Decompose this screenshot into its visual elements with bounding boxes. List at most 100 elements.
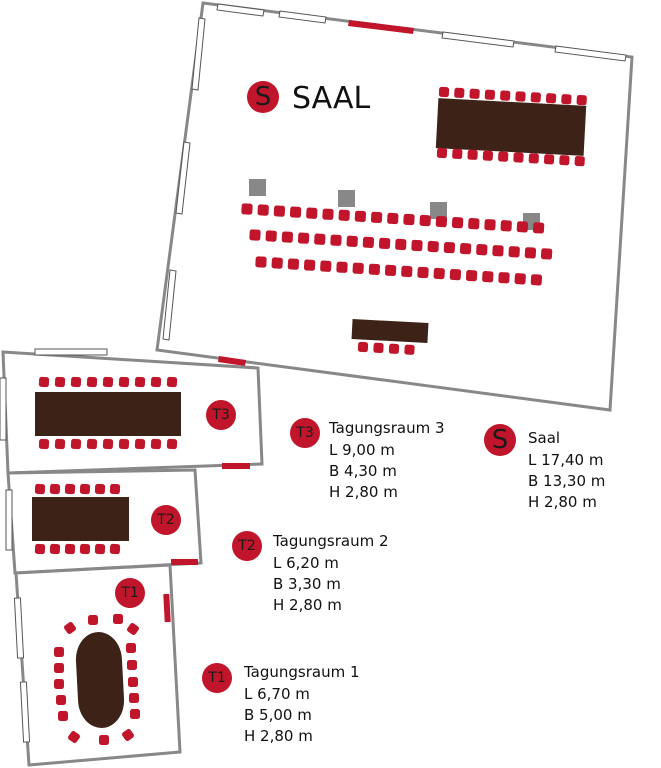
t1-seats (54, 614, 140, 745)
saal-window (441, 31, 515, 48)
room-t1: T1 (13, 563, 182, 767)
saal-door-t3[interactable] (218, 356, 246, 366)
seat (368, 263, 381, 276)
seat (515, 91, 526, 102)
seat (166, 438, 178, 450)
seat (64, 622, 76, 634)
t3-table (35, 392, 181, 436)
seat (128, 677, 138, 687)
info-t1-badge-text: T1 (207, 670, 225, 686)
seat (443, 241, 456, 254)
info-t1-height: H 2,80 m (244, 727, 313, 745)
saal-window (162, 269, 177, 341)
seat (127, 623, 139, 635)
info-t3-height: H 2,80 m (329, 483, 398, 501)
saal-audience-seats (241, 203, 553, 286)
seat (94, 483, 106, 495)
seat (540, 248, 553, 260)
seat (86, 376, 98, 388)
seat (500, 90, 511, 101)
info-t2-title: Tagungsraum 2 (272, 532, 389, 550)
seat (545, 93, 557, 104)
seat (561, 94, 572, 105)
seat (362, 236, 375, 249)
saal-lectern-table (351, 319, 429, 343)
seat (320, 260, 332, 272)
seat (559, 155, 570, 166)
seat (401, 265, 413, 278)
seat (249, 229, 261, 241)
seat (419, 214, 431, 227)
room-saal: S SAAL (155, 1, 634, 412)
t3-door[interactable] (222, 463, 250, 469)
saal-badge-text: S (255, 82, 272, 112)
seat (306, 207, 318, 219)
seat (54, 376, 66, 388)
seat (54, 663, 64, 673)
saal-lectern-seats (357, 341, 415, 355)
info-t2-badge-text: T2 (237, 538, 255, 554)
seat (338, 209, 350, 221)
seat (289, 206, 302, 218)
seat (122, 729, 134, 741)
seat (130, 709, 140, 719)
info-t1: T1 Tagungsraum 1 L 6,70 m B 5,00 m H 2,8… (202, 663, 360, 745)
seat (528, 153, 539, 164)
seat (79, 483, 91, 495)
t1-badge (115, 578, 145, 608)
seat (459, 242, 472, 255)
seat (468, 218, 480, 230)
info-t1-title: Tagungsraum 1 (243, 663, 360, 681)
info-saal-width: B 13,30 m (528, 472, 605, 490)
seat (484, 89, 496, 100)
seat (388, 343, 400, 354)
t2-window (5, 489, 13, 551)
seat (465, 269, 478, 282)
seat (433, 267, 445, 280)
t2-badge (151, 505, 181, 535)
seat (166, 376, 178, 388)
seat (387, 212, 399, 225)
info-saal-height: H 2,80 m (528, 493, 597, 511)
seat (516, 221, 529, 233)
seat (403, 213, 415, 226)
seat (498, 272, 510, 284)
seat (452, 148, 463, 160)
seat (241, 203, 253, 215)
seat (404, 344, 415, 355)
info-saal-badge-text: S (492, 425, 509, 455)
saal-window (191, 17, 206, 91)
saal-door[interactable] (348, 20, 414, 34)
saal-pillar (338, 190, 355, 207)
info-saal: S Saal L 17,40 m B 13,30 m H 2,80 m (484, 424, 605, 511)
seat (395, 238, 407, 251)
seat (492, 245, 504, 257)
t1-badge-text: T1 (120, 585, 138, 601)
saal-pillar (249, 179, 266, 196)
t1-door[interactable] (163, 593, 171, 623)
seat (354, 210, 367, 223)
seat (54, 647, 64, 657)
seat (378, 237, 391, 250)
seat (532, 222, 545, 234)
info-saal-title: Saal (528, 429, 560, 447)
info-t2-length: L 6,20 m (273, 554, 339, 572)
saal-head-table (435, 98, 587, 156)
seat (303, 259, 316, 271)
seat (70, 438, 82, 450)
seat (54, 679, 64, 689)
seat (58, 711, 68, 721)
info-saal-length: L 17,40 m (528, 451, 603, 469)
t2-seats (34, 483, 121, 555)
saal-head-seats (436, 147, 585, 167)
seat (500, 220, 512, 232)
seat (530, 274, 543, 286)
seat (476, 244, 488, 256)
seat (281, 231, 294, 243)
t2-door[interactable] (171, 559, 198, 565)
seat (109, 483, 121, 495)
seat (257, 204, 269, 216)
seat (118, 438, 130, 450)
seat (524, 247, 537, 259)
seat (70, 376, 82, 388)
